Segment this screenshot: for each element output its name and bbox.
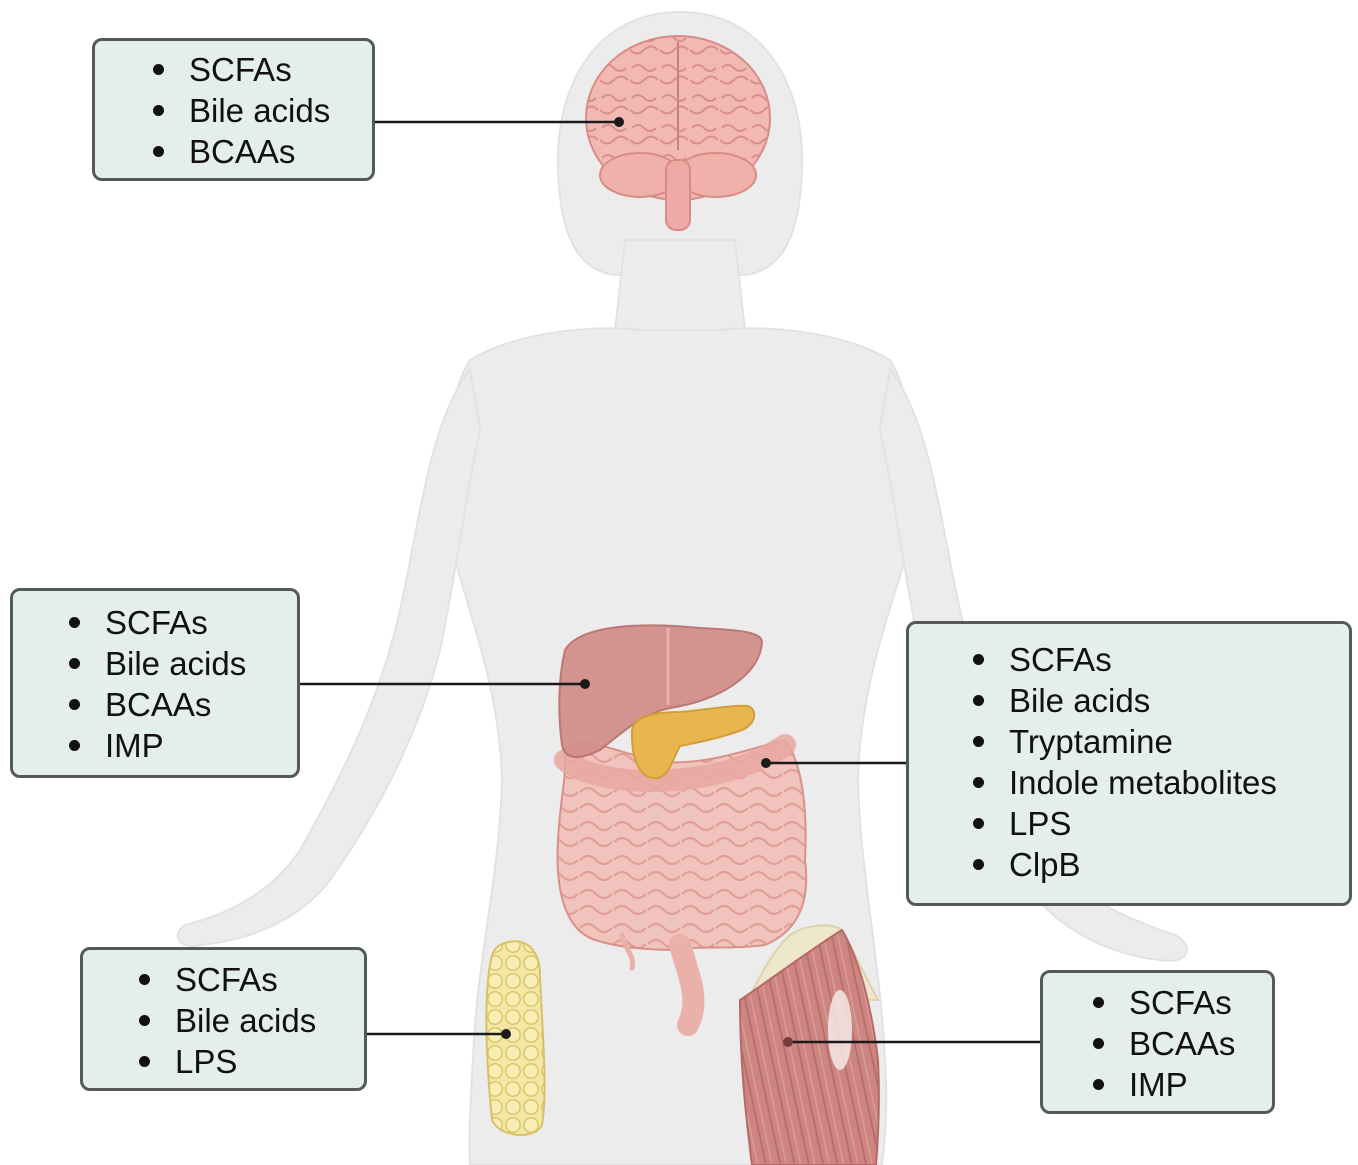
muscle-metabolite-box: SCFAs BCAAs IMP xyxy=(1040,970,1275,1114)
list-item: SCFAs xyxy=(965,639,1349,680)
brain-metabolite-list: SCFAs Bile acids BCAAs xyxy=(145,49,372,172)
list-item: SCFAs xyxy=(1085,982,1272,1023)
brain-metabolite-box: SCFAs Bile acids BCAAs xyxy=(92,38,375,181)
muscle-metabolite-list: SCFAs BCAAs IMP xyxy=(1085,982,1272,1105)
list-item: IMP xyxy=(1085,1064,1272,1105)
list-item: Tryptamine xyxy=(965,721,1349,762)
list-item: ClpB xyxy=(965,844,1349,885)
list-item: LPS xyxy=(131,1041,364,1082)
list-item: Indole metabolites xyxy=(965,762,1349,803)
list-item: Bile acids xyxy=(965,680,1349,721)
list-item: LPS xyxy=(965,803,1349,844)
list-item: SCFAs xyxy=(61,602,297,643)
liver-dot xyxy=(580,679,590,689)
list-item: SCFAs xyxy=(131,959,364,1000)
list-item: IMP xyxy=(61,725,297,766)
gut-metabolite-box: SCFAs Bile acids Tryptamine Indole metab… xyxy=(906,621,1352,906)
brain-dot xyxy=(614,117,624,127)
adipose-metabolite-list: SCFAs Bile acids LPS xyxy=(131,959,364,1082)
adipose-tissue-icon xyxy=(486,941,544,1135)
list-item: BCAAs xyxy=(1085,1023,1272,1064)
muscle-dot xyxy=(783,1037,793,1047)
neck-shape xyxy=(615,240,745,341)
list-item: Bile acids xyxy=(131,1000,364,1041)
list-item: BCAAs xyxy=(61,684,297,725)
gut-metabolite-list: SCFAs Bile acids Tryptamine Indole metab… xyxy=(965,639,1349,885)
list-item: BCAAs xyxy=(145,131,372,172)
liver-metabolite-box: SCFAs Bile acids BCAAs IMP xyxy=(10,588,300,778)
adipose-dot xyxy=(501,1029,511,1039)
gut-dot xyxy=(761,758,771,768)
liver-metabolite-list: SCFAs Bile acids BCAAs IMP xyxy=(61,602,297,766)
list-item: SCFAs xyxy=(145,49,372,90)
list-item: Bile acids xyxy=(145,90,372,131)
adipose-metabolite-box: SCFAs Bile acids LPS xyxy=(80,947,367,1091)
list-item: Bile acids xyxy=(61,643,297,684)
